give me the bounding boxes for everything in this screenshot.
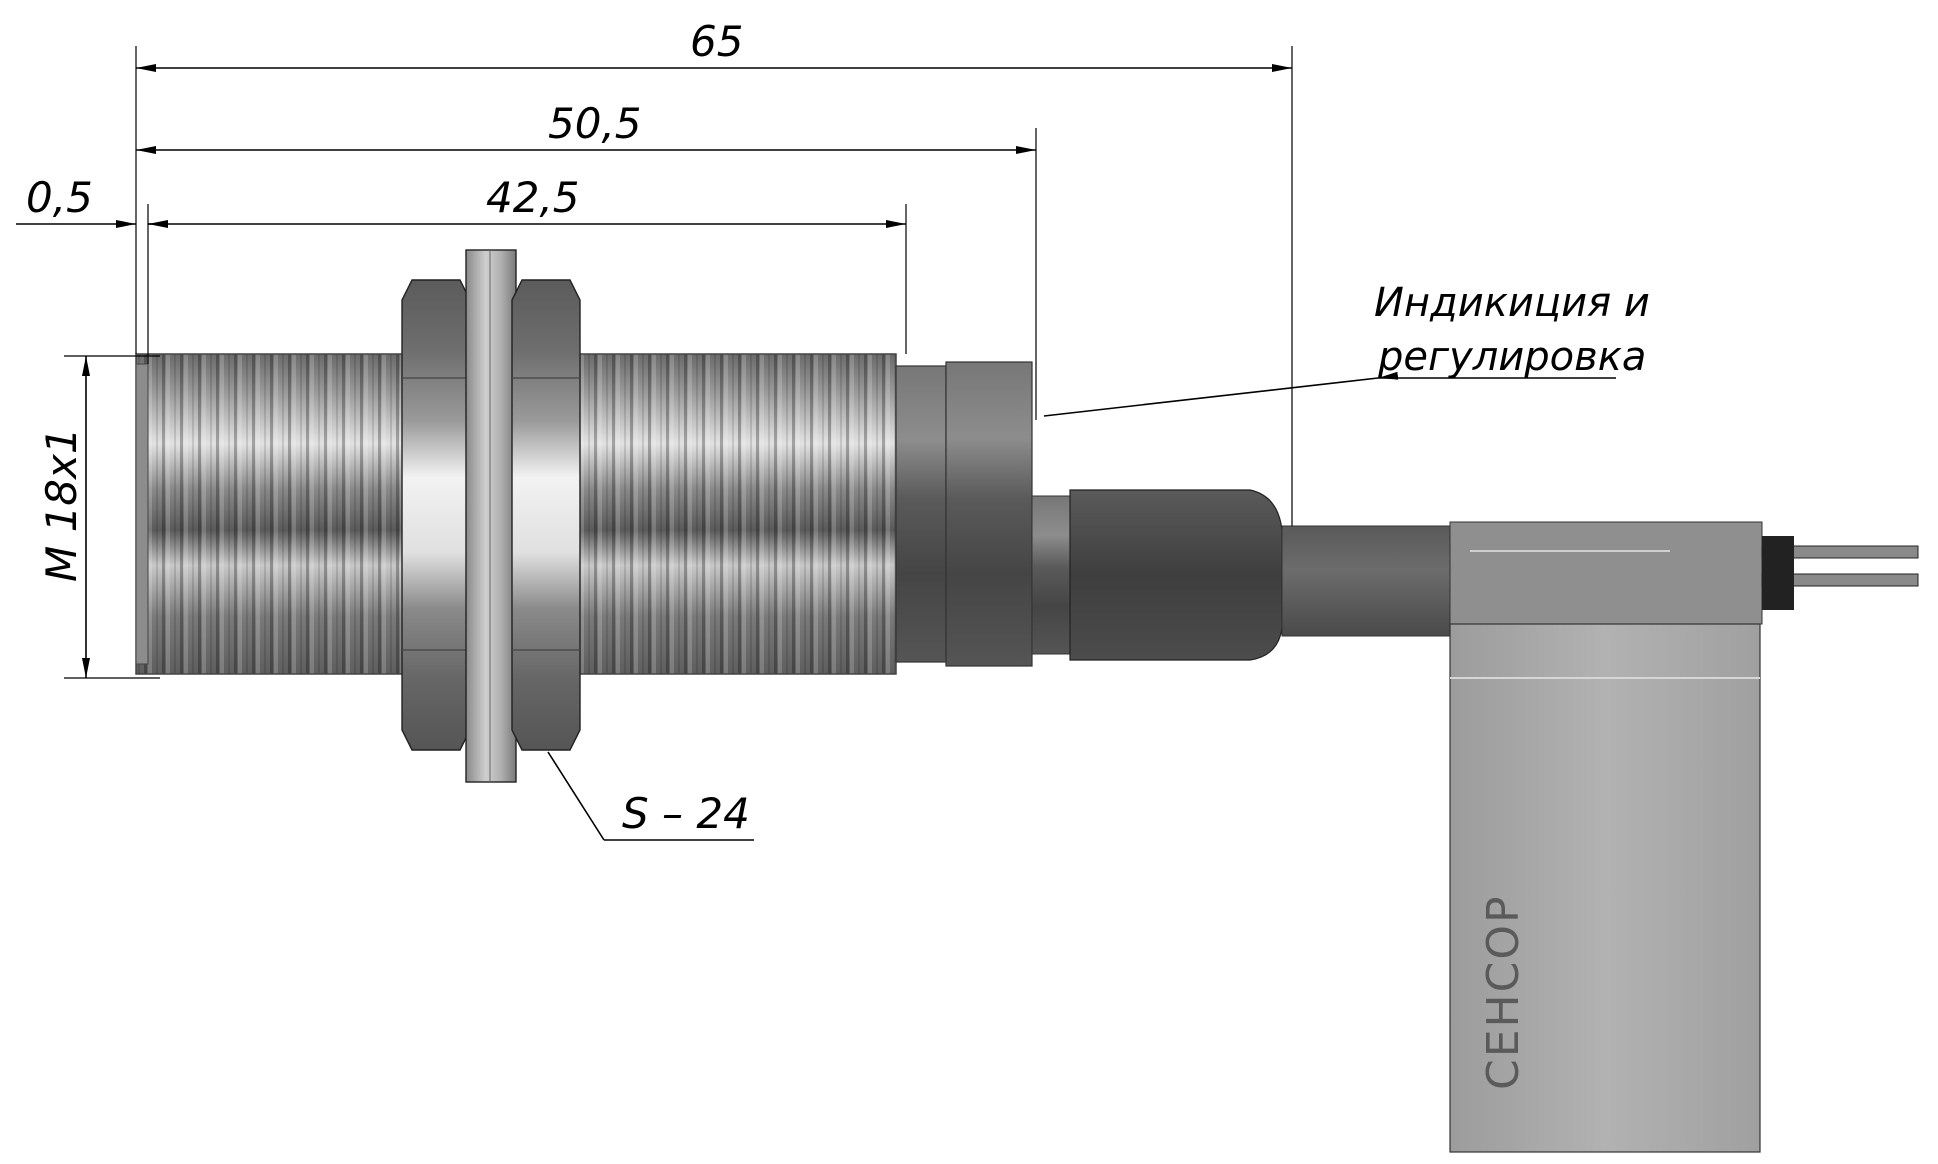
dim-50-5-text: 50,5 [548, 99, 642, 148]
front-face [135, 363, 149, 665]
tag-label: СЕНСОР [1478, 895, 1529, 1091]
left-nut [401, 279, 471, 751]
rear-cap [1069, 489, 1283, 661]
nut-size-text: S – 24 [622, 789, 750, 838]
dim-thread-text: М 18х1 [37, 427, 86, 582]
sensor-tag [1449, 623, 1761, 1153]
lock-washer [465, 249, 517, 783]
neck [1031, 495, 1073, 655]
collar [895, 365, 947, 663]
right-nut [511, 279, 581, 751]
nut-callout: S – 24 [547, 751, 754, 841]
indicator-ring [945, 361, 1033, 667]
dimension-lines: 65 50,5 42,5 0,5 М 18х1 [16, 17, 1293, 679]
dim-0-5-text: 0,5 [26, 173, 93, 222]
dim-65-text: 65 [690, 17, 743, 66]
indicator-callout: Индикиция и регулировка [1043, 280, 1650, 417]
callout-line1: Индикиция и [1374, 280, 1650, 326]
cable [1281, 525, 1453, 637]
dim-42-5-text: 42,5 [486, 173, 580, 222]
callout-line2: регулировка [1377, 334, 1646, 380]
nut-assembly [401, 249, 581, 783]
